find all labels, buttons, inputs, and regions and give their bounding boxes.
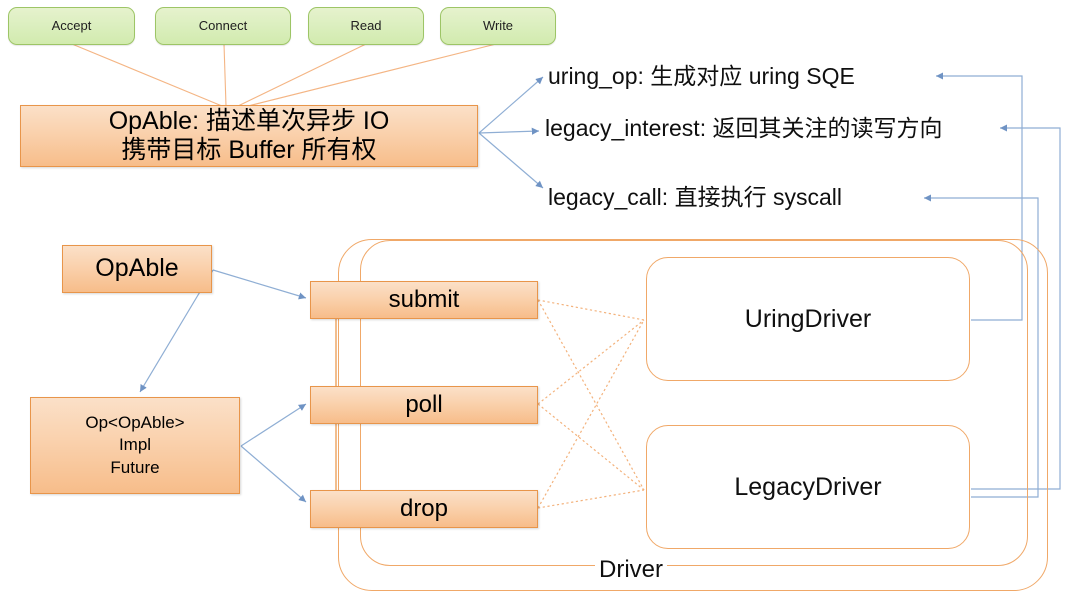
method-label-uring-op: uring_op: 生成对应 uring SQE <box>548 63 855 89</box>
op-chip-connect[interactable]: Connect <box>155 7 291 45</box>
op-chip-write[interactable]: Write <box>440 7 556 45</box>
method-label-legacy-interest: legacy_interest: 返回其关注的读写方向 <box>545 115 943 141</box>
op-chip-label: Connect <box>198 18 248 34</box>
driver-card-label: UringDriver <box>744 304 872 333</box>
driver-card-label: LegacyDriver <box>734 472 882 501</box>
op-impl-line3: Future <box>110 457 160 477</box>
opable-summary-line2: 携带目标 Buffer 所有权 <box>121 136 377 164</box>
driver-method-label: drop <box>399 494 449 522</box>
op-chip-read[interactable]: Read <box>308 7 424 45</box>
op-chip-label: Accept <box>51 18 92 34</box>
opable-node-label: OpAble <box>95 254 179 283</box>
chip-to-opable-connectors <box>71 43 497 107</box>
driver-method-label: poll <box>405 390 443 418</box>
op-chip-accept[interactable]: Accept <box>8 7 135 45</box>
driver-method-poll[interactable]: poll <box>310 386 538 424</box>
op-chip-label: Read <box>350 18 382 34</box>
method-label-legacy-call: legacy_call: 直接执行 syscall <box>548 184 842 210</box>
opable-node[interactable]: OpAble <box>62 245 212 293</box>
opable-summary-box[interactable]: OpAble: 描述单次异步 IO 携带目标 Buffer 所有权 <box>20 105 478 167</box>
driver-card-uringdriver[interactable]: UringDriver <box>646 257 970 381</box>
op-impl-line2: Impl <box>118 435 152 455</box>
driver-card-legacydriver[interactable]: LegacyDriver <box>646 425 970 549</box>
opable-summary-line1: OpAble: 描述单次异步 IO <box>108 106 390 135</box>
op-impl-line1: Op<OpAble> <box>85 413 185 433</box>
op-impl-future-node[interactable]: Op<OpAble> Impl Future <box>30 397 240 494</box>
driver-group-caption: Driver <box>595 556 667 584</box>
op-chip-label: Write <box>482 18 514 34</box>
driver-method-submit[interactable]: submit <box>310 281 538 319</box>
driver-method-label: submit <box>388 285 460 313</box>
opimpl-connectors <box>240 403 307 503</box>
opable-to-method-connectors <box>478 76 544 189</box>
driver-method-drop[interactable]: drop <box>310 490 538 528</box>
